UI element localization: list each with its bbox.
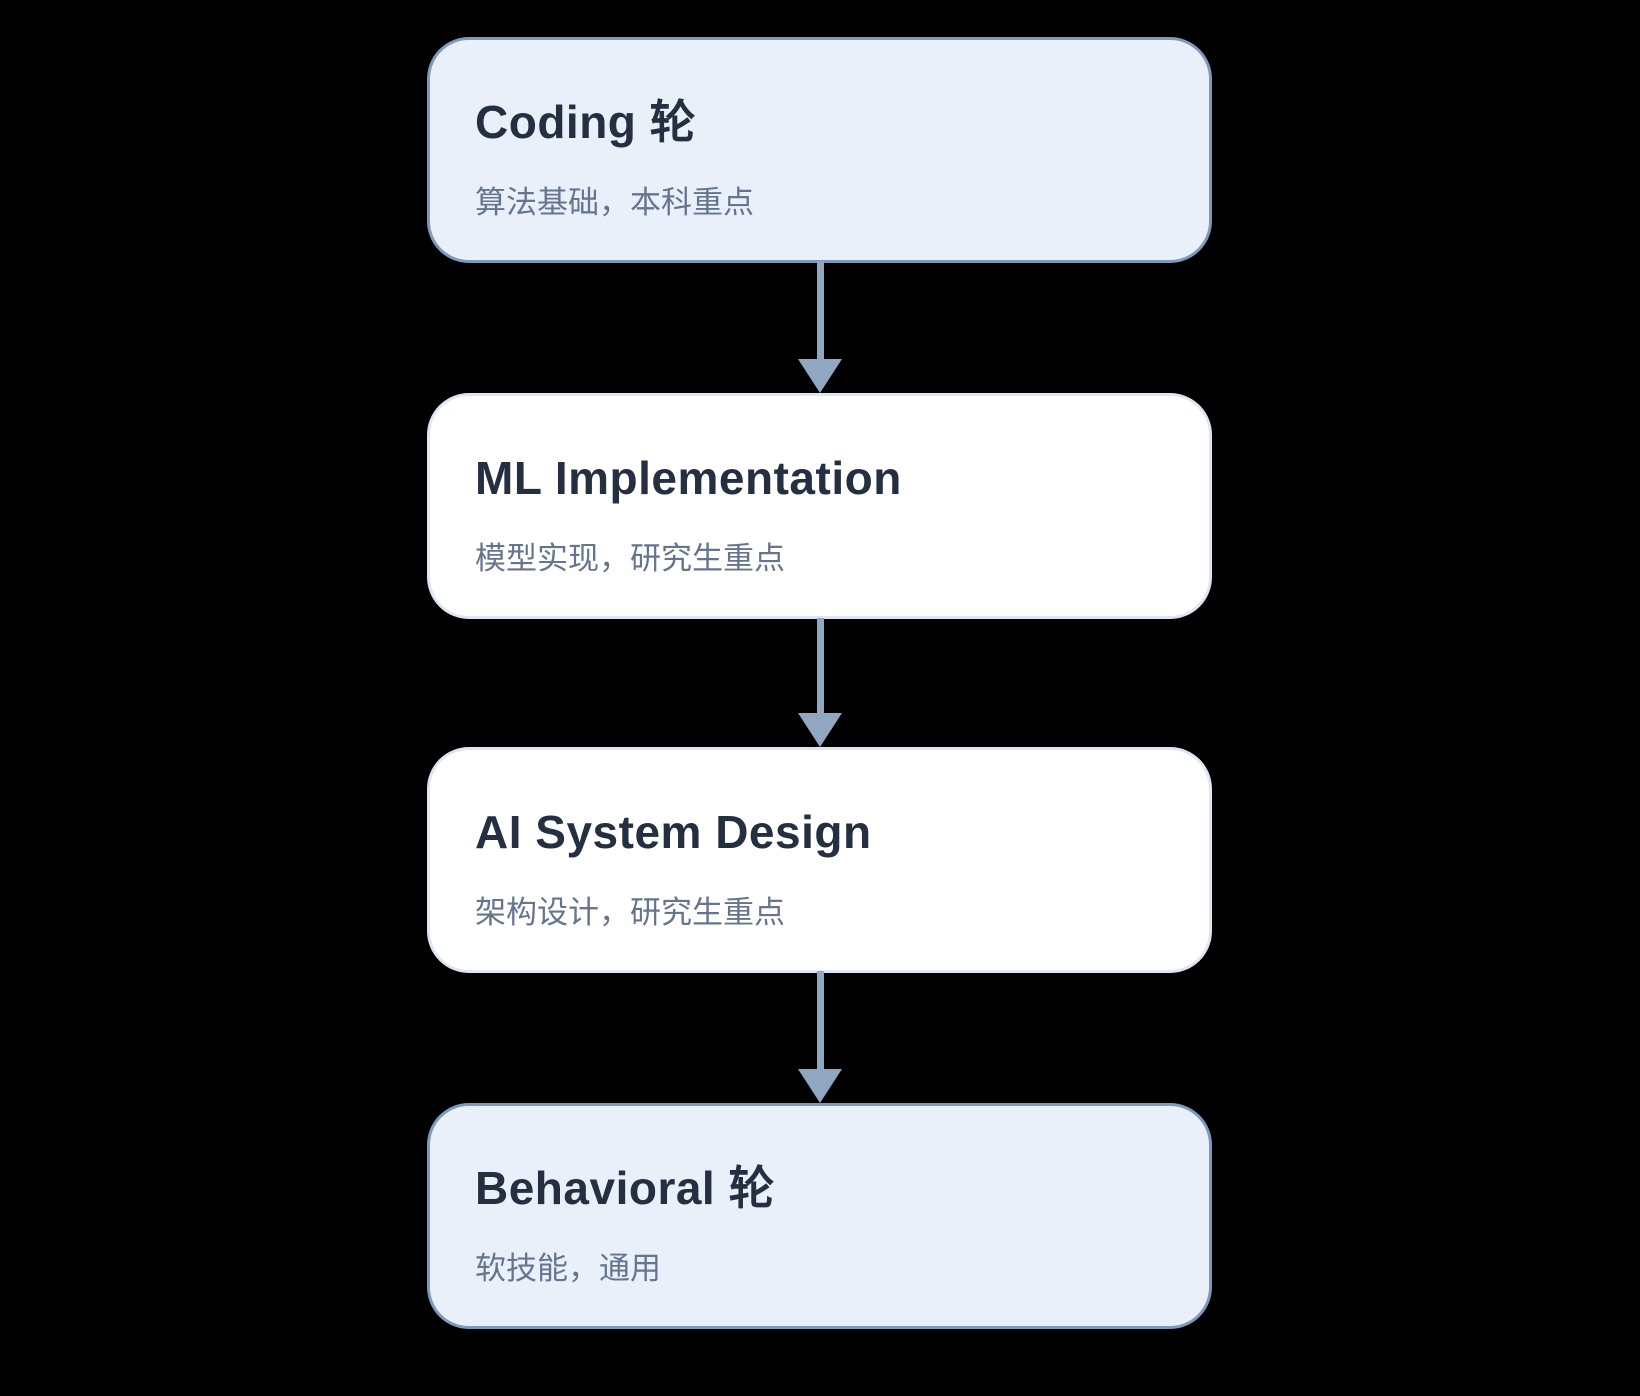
flow-arrow-3	[798, 971, 842, 1103]
arrow-stem	[816, 618, 824, 713]
arrow-head-down-icon	[798, 359, 842, 393]
node-subtitle-ml-implementation: 模型实现，研究生重点	[475, 540, 785, 576]
flowchart-node-ai-system-design: AI System Design 架构设计，研究生重点	[427, 747, 1212, 973]
node-title-ai-system-design: AI System Design	[475, 806, 872, 858]
flowchart-node-coding-round: Coding 轮 算法基础，本科重点	[427, 37, 1212, 263]
node-subtitle-behavioral-round: 软技能，通用	[475, 1250, 661, 1286]
node-subtitle-coding-round: 算法基础，本科重点	[475, 184, 754, 220]
arrow-stem	[816, 261, 824, 359]
arrow-head-down-icon	[798, 713, 842, 747]
node-subtitle-ai-system-design: 架构设计，研究生重点	[475, 894, 785, 930]
flow-arrow-1	[798, 261, 842, 393]
arrow-head-down-icon	[798, 1069, 842, 1103]
node-title-behavioral-round: Behavioral 轮	[475, 1162, 775, 1214]
arrow-stem	[816, 971, 824, 1069]
node-title-ml-implementation: ML Implementation	[475, 452, 902, 504]
flowchart-node-ml-implementation: ML Implementation 模型实现，研究生重点	[427, 393, 1212, 619]
node-title-coding-round: Coding 轮	[475, 96, 697, 148]
flow-arrow-2	[798, 618, 842, 747]
flowchart-node-behavioral-round: Behavioral 轮 软技能，通用	[427, 1103, 1212, 1329]
